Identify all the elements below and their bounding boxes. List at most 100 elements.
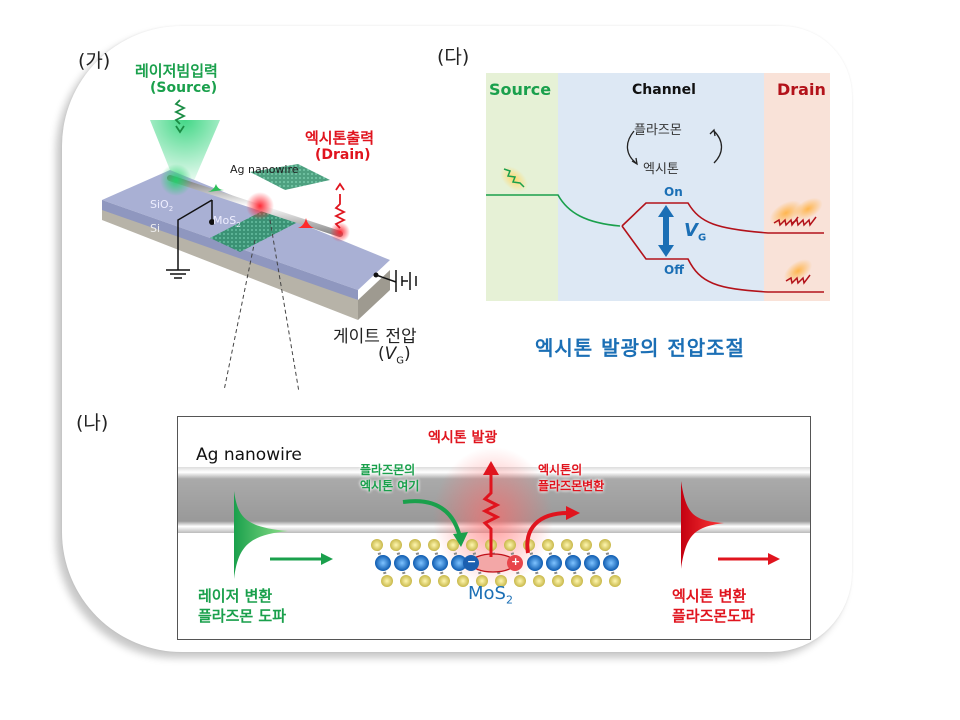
sulfur-atom [542,539,554,551]
on-energy-line [621,202,824,234]
excitation-curved-arrow [402,499,462,538]
sulfur-atom [609,575,621,587]
laser-conversion-line1: 레이저 변환 [198,587,273,605]
red-arrow-head-icon [768,553,780,565]
molybdenum-atom [394,555,410,571]
panel-b-nanowire-label: Ag nanowire [196,445,302,465]
panel-b-box: Ag nanowire 엑시톤 발광 플라즈몬의 엑시톤 여기 엑시톤의 플라즈… [177,416,811,640]
emission-wave-arrow [333,194,347,229]
electron-icon [463,555,479,571]
sulfur-atom [371,539,383,551]
off-energy-line [621,225,824,293]
laser-input-sub: (Source) [150,80,218,96]
mos2-label: MoS2 [213,214,241,229]
cycle-arrow-right-icon [713,130,723,164]
green-arrow-head-icon [321,553,333,565]
drain-photon-halo-3 [783,259,813,283]
exciton-output-title: 엑시톤출력 [305,129,375,147]
source-photon-icon [503,168,525,188]
sulfur-atom [400,575,412,587]
off-label: Off [664,263,684,277]
contact-dot [209,219,215,225]
sulfur-atom [381,575,393,587]
laser-wave-arrow [173,99,187,125]
panel-c-caption: 엑시톤 발광의 전압조절 [535,336,745,360]
ground-wire [177,199,213,270]
laser-conversion-line2: 플라즈몬 도파 [198,607,287,625]
exciton-guided-line2: 플라즈몬도파 [672,607,755,625]
zoom-line-left [223,239,256,390]
sulfur-atom [409,539,421,551]
drain-photon-halo-2 [793,197,823,221]
vg-text: V [684,220,698,241]
plasmon-label: 플라즈몬 [634,123,682,138]
sulfur-atom [571,575,583,587]
red-glow-end [330,222,350,242]
conversion-arrow-head-icon [566,506,580,520]
laser-beam [150,120,220,190]
gate-voltage-symbol: (VG) [378,344,411,367]
green-plasmon-pulse [234,491,288,579]
red-pulse-icon [298,218,314,228]
mos2-flake [210,208,298,252]
emission-halo [433,447,553,587]
battery-icon [375,270,417,292]
sulfur-atom [561,539,573,551]
laser-arrow-head-icon [175,125,185,134]
molybdenum-atom [375,555,391,571]
mos2-sub: 2 [236,221,241,230]
sulfur-atom [476,575,488,587]
green-pulse-icon [208,184,224,192]
channel-label: Channel [632,82,696,98]
exciton-conversion-line1: 엑시톤의 [538,463,583,477]
sulfur-atom [552,575,564,587]
sulfur-atom [514,575,526,587]
green-glow [160,164,192,196]
emission-wavy-arrow [481,473,501,557]
plasmon-excitation-line2: 엑시톤 여기 [360,479,420,493]
on-label: On [664,185,683,199]
red-glow-center [246,192,274,220]
ground-icon [166,269,190,279]
source-energy-line [486,194,621,227]
mos2-b-sub: 2 [505,593,513,607]
sio2-text: SiO [150,198,169,211]
sulfur-atom [599,539,611,551]
sio2-label: SiO2 [150,198,173,213]
vg-sub-text: G [697,232,707,244]
cycle-arrow-right-head [709,128,716,137]
sulfur-atom [390,539,402,551]
panel-a-label: (가) [78,50,111,72]
sulfur-atom [419,575,431,587]
sulfur-atom [580,539,592,551]
minus-sign: − [467,555,477,568]
exciton-output-sub: (Drain) [315,147,371,163]
sulfur-atom [428,539,440,551]
molybdenum-atom [565,555,581,571]
molybdenum-atom [451,555,467,571]
sulfur-atom [438,575,450,587]
gate-voltage-label: 게이트 전압 [333,327,417,347]
source-label: Source [489,80,552,99]
energy-diagram [486,73,830,301]
vg-sub: G [396,355,405,367]
sulfur-atom [457,575,469,587]
exciton-label: 엑시톤 [643,162,679,177]
panel-c-label: (다) [437,46,470,68]
drain-photon-icon-1 [773,216,799,227]
molybdenum-atom [413,555,429,571]
drain-photon-halo-1 [769,200,803,226]
nanowire-label: Ag nanowire [230,163,299,176]
vg-label: VG [684,220,706,244]
channel-region [558,73,764,301]
excitation-arrow-head-icon [453,532,468,547]
vg-italic: V [384,344,397,364]
si-layer-side [358,270,390,320]
plus-sign: + [511,555,521,568]
red-plasmon-pulse [681,481,724,569]
mos2-b-text: MoS [468,583,506,604]
exciton-guided-line1: 엑시톤 변환 [672,587,747,605]
molybdenum-atom [603,555,619,571]
sio2-sub: 2 [168,205,174,214]
mos2-text: MoS [213,214,237,227]
